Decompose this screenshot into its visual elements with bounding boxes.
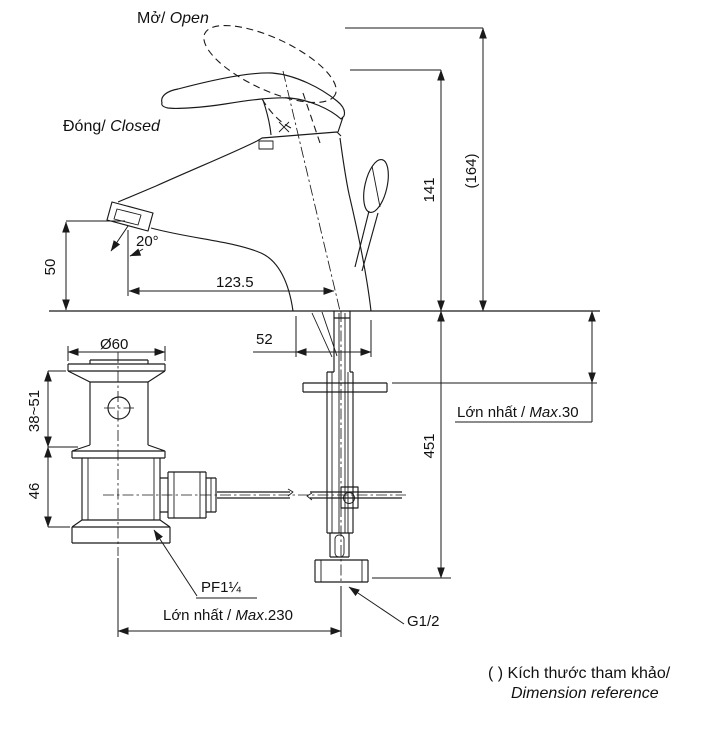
popup-knob [363,159,389,213]
popup-knob-slot [371,165,381,208]
dim-drain-upper-38-51: 38~51 [26,370,78,448]
dim-164-label: (164) [463,153,480,188]
supply-connector-block [314,559,369,583]
threaded-shank [333,311,351,372]
drain-assembly [67,352,217,556]
dim-under-counter-451: 451 [372,310,451,579]
dim-angle-label: 20° [136,233,159,250]
dim-base-width-52: 52 [253,316,372,357]
dim-angle-20: 20° [110,225,159,296]
closed-state-label: Đóng/ Closed [63,118,161,135]
shank-lower-neck [327,532,353,558]
dim-46-label: 46 [26,483,43,500]
shank-casing [326,371,354,533]
dim-height-open-164: (164) [345,27,487,312]
dim-38-51-label: 38~51 [26,390,43,432]
dim-123-5-label: 123.5 [216,274,254,291]
dim-141-label: 141 [421,177,438,202]
leader-pf-thread: PF1¼ [153,529,257,599]
drain-top-flange [67,359,166,372]
cap-detail [258,140,274,150]
cap-joint-line [256,116,344,142]
dim-o60-label: Ø60 [100,336,128,353]
dim-drain-lower-46: 46 [26,446,70,528]
pf-thread-label: PF1¼ [201,579,242,596]
rod-clamp [340,486,359,509]
faucet-below-deck [311,311,369,584]
body-right-edge [339,137,372,312]
drain-mid-flange [71,444,166,459]
handle-closed-outline [161,72,346,120]
rod-break-symbol [287,488,313,501]
dim-451-label: 451 [421,433,438,458]
open-state-label: Mở/ Open [137,10,209,27]
dim-max-center-distance-230: Lớn nhất / Max.230 [117,558,342,637]
shank-casing-inner [331,372,349,533]
body-centerline [282,70,341,312]
rod-guide-slot [334,534,345,558]
drain-flange-taper [67,370,166,383]
drain-upper-body [89,382,149,445]
footnote-line2: Dimension reference [511,685,659,702]
aerator-tip [106,201,154,232]
dim-drain-diameter-60: Ø60 [67,336,166,361]
handle-rotation-arc-dashed [261,98,292,129]
footnote-line1: ( ) Kích thước tham khảo/ [488,665,671,682]
g-thread-label: G1/2 [407,613,440,630]
lift-rod [103,486,406,509]
dim-spout-reach-123-5: 123.5 [128,274,335,295]
drain-side-outlet-nut [160,471,207,519]
drain-lower-body-inner [87,458,155,520]
handle-open-dashed-edge [302,92,321,144]
supply-connector-chamfers [320,560,363,582]
spout-top-edge [117,140,258,203]
drain-lower-body [81,458,161,520]
aerator-screen [113,208,142,226]
dim-max-counter-thickness-30: Lớn nhất / Max.30 [455,310,596,423]
leader-g-thread: G1/2 [348,586,440,630]
dim-50-label: 50 [42,259,59,276]
supply-tube-lines [311,311,338,358]
neck-front-edge [262,99,272,136]
dim-max30-label: Lớn nhất / Max.30 [457,404,579,421]
lift-rod-lines [217,491,402,499]
clamp-screw [343,492,355,504]
dim-52-label: 52 [256,331,273,348]
outlet-nut-facets [173,472,201,518]
dim-height-closed-141: 141 [350,69,445,312]
faucet-above-deck [106,24,389,312]
handle-open-dashed-outline [203,24,337,104]
popup-rod-stem [354,210,379,272]
spout-underside-edge [150,227,294,312]
pivot-cross-mark [278,121,290,133]
dim-spout-height-50: 50 [42,220,125,311]
dim-max230-label: Lớn nhất / Max.230 [163,607,293,624]
drain-bottom-flange [71,519,171,544]
footnote: ( ) Kích thước tham khảo/ Dimension refe… [488,665,671,702]
